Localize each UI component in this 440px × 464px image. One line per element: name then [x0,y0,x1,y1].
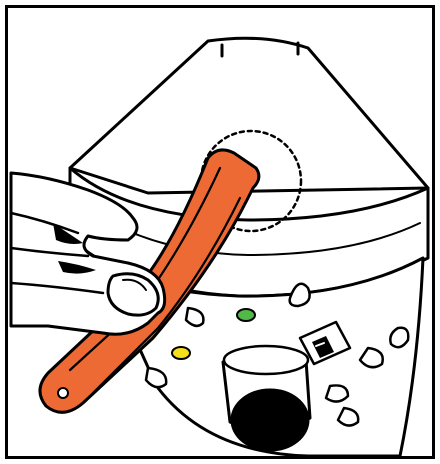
illustration-frame [5,5,435,459]
dome-hole [390,328,408,347]
led-green-icon [237,309,255,321]
device-illustration [8,8,432,456]
drain-port-icon [223,346,310,450]
led-yellow-icon [172,347,190,359]
dome-hole [326,385,348,401]
